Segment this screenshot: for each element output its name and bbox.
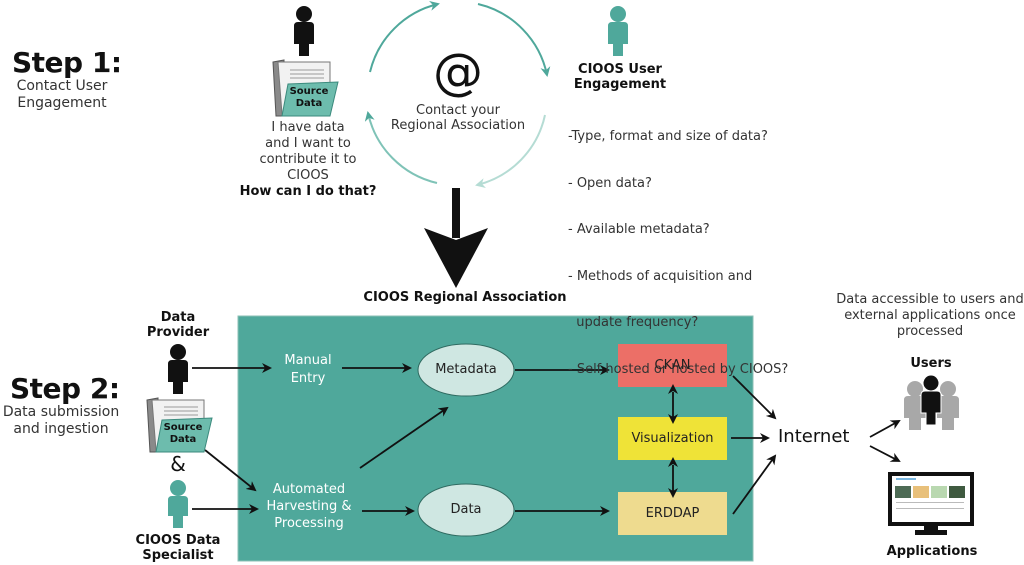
step2-title: Step 2: [10,372,120,405]
applications-label: Applications [886,544,978,559]
step1-subtitle-line: Engagement [17,95,107,111]
step1-title: Step 1: [12,46,122,79]
data-provider-person-icon [168,344,188,394]
provider-caption-line: I have data [271,120,345,135]
data-provider-label-line: Provider [146,325,210,340]
data-ellipse [417,483,515,537]
automated-line: Harvesting & [266,499,352,514]
provider-caption-line: CIOOS [287,168,329,183]
specialist-label: CIOOS Data Specialist [128,533,228,563]
ampersand: & [170,452,186,476]
metadata-label: Metadata [435,362,497,377]
engagement-title-line: Engagement [573,77,667,92]
accessible-caption-line: processed [896,324,964,339]
automated-label: Automated Harvesting & Processing [256,481,362,532]
step2-source-data-line: Source [163,422,203,433]
specialist-person-icon [168,480,188,528]
cycle-caption: Contact your Regional Association [388,103,528,133]
provider-caption-line: contribute it to [259,152,357,167]
erddap-label: ERDDAP [645,506,700,521]
question-item: - Methods of acquisition and [568,268,753,284]
ra-title: CIOOS Regional Association [363,290,567,305]
metadata-ellipse [417,343,515,397]
provider-caption-line: and I want to [265,136,351,151]
cycle-caption-line: Contact your [416,103,500,118]
users-label: Users [910,356,952,371]
cycle-arrow-bottom-left [364,111,438,184]
internet-label: Internet [778,426,850,447]
manual-entry-line: Manual [284,353,332,368]
question-item: -Type, format and size of data? [568,129,768,144]
accessible-caption: Data accessible to users and external ap… [836,292,1024,340]
ckan-box [618,344,727,387]
specialist-label-line: CIOOS Data [135,533,221,548]
engagement-questions: -Type, format and size of data? - Open d… [568,98,808,393]
arrow-internet-to-applications [869,445,901,462]
engagement-person-icon [608,6,628,56]
arrow-ckan-to-internet [732,375,777,420]
source-data-folder-icon [272,59,339,117]
specialist-label-line: Specialist [142,548,214,563]
accessible-caption-line: external applications once [844,308,1016,323]
arrow-internet-to-users [869,420,901,438]
cycle-arrows [364,1,551,188]
applications-monitor-icon [888,472,974,535]
engagement-title-line: CIOOS User [578,62,662,77]
manual-entry-line: Entry [290,371,326,386]
step2-subtitle: Data submission and ingestion [0,404,122,438]
erddap-box [618,492,727,535]
visualization-label: Visualization [631,431,714,446]
source-data-label: Source Data [284,86,334,110]
at-sign-icon: @ [433,43,483,101]
cycle-arrow-top-right [477,3,551,77]
arrow-source-to-automated [204,449,257,492]
step2-subtitle-line: Data submission [2,404,120,420]
question-item: - Open data? [568,175,652,191]
question-item: - Available metadata? [568,222,710,237]
arrow-erddap-to-internet [732,454,777,515]
provider-caption: I have data and I want to contribute it … [228,120,388,200]
automated-line: Processing [274,516,344,531]
users-group-icon [904,374,959,430]
step2-source-data-label: Source Data [158,422,208,446]
automated-line: Automated [272,482,346,497]
source-data-label-line: Source [289,86,329,97]
data-label: Data [450,502,482,517]
source-data-label-line: Data [295,98,323,109]
step2-source-data-line: Data [169,434,197,445]
step1-subtitle: Contact User Engagement [6,78,118,112]
big-down-arrow [424,188,488,288]
cycle-arrow-top-left [369,1,440,73]
provider-question: How can I do that? [239,184,377,199]
arrow-automated-to-metadata [359,406,449,469]
question-item: - Self hosted or hosted by CIOOS? [568,361,789,377]
step2-source-data-folder-icon [146,397,213,453]
step2-subtitle-line: and ingestion [13,421,109,437]
provider-person-icon [294,6,314,56]
ckan-label: CKAN [654,358,691,373]
cycle-caption-line: Regional Association [390,118,526,133]
step1-subtitle-line: Contact User [16,78,108,94]
accessible-caption-line: Data accessible to users and [836,292,1024,307]
engagement-title: CIOOS User Engagement [568,62,672,92]
manual-entry-label: Manual Entry [270,352,346,388]
data-provider-label-line: Data [160,310,196,325]
question-item: update frequency? [568,315,699,330]
visualization-box [618,417,727,460]
cycle-arrow-bottom-right [475,114,546,188]
data-provider-label: Data Provider [138,310,218,340]
